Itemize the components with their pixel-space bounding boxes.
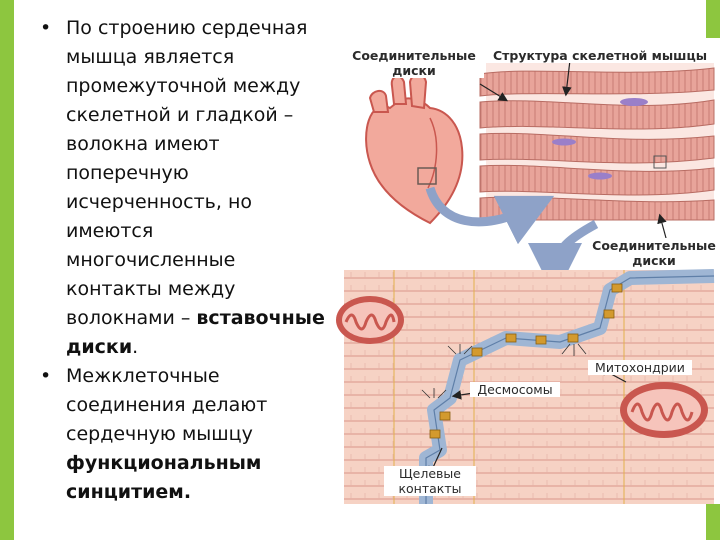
bullet-line: поперечную bbox=[66, 162, 189, 184]
bullet-line: соединения делают bbox=[66, 394, 268, 416]
bullet-line: мышца является bbox=[66, 46, 235, 68]
bullet-line: волокна имеют bbox=[66, 133, 220, 155]
mitochondrion-right bbox=[620, 382, 708, 438]
label-gap-junctions: Щелевые контакты bbox=[384, 466, 476, 496]
bullet-line: волокнами – вставочные bbox=[66, 304, 352, 333]
label-line: Соединительные bbox=[352, 48, 476, 63]
bullet-marker: • bbox=[40, 17, 52, 39]
bullet-text: волокнами – bbox=[66, 307, 197, 329]
label-intercalated-discs-top: Соединительные диски bbox=[344, 48, 484, 78]
label-line: диски bbox=[392, 63, 436, 78]
desmosome-filaments bbox=[421, 343, 587, 399]
label-mitochondria: Митохондрии bbox=[588, 360, 692, 375]
bullet-bold-text: функциональным bbox=[66, 452, 262, 474]
bullet-bold-text: диски bbox=[66, 336, 133, 358]
bullet-item-1: • По строению сердечная мышца является п… bbox=[32, 14, 352, 362]
label-line: контакты bbox=[398, 481, 462, 496]
bullet-marker: • bbox=[40, 365, 52, 387]
bullet-line: функциональным bbox=[66, 449, 352, 478]
bullet-bold-text: вставочные bbox=[196, 307, 325, 329]
label-skeletal-structure: Структура скелетной мышцы bbox=[486, 48, 714, 63]
bullet-item-2: • Межклеточные соединения делают сердечн… bbox=[32, 362, 352, 507]
bullet-line: имеются bbox=[66, 220, 154, 242]
label-line: диски bbox=[632, 253, 676, 268]
label-line: Соединительные bbox=[592, 238, 716, 253]
muscle-fiber-panel bbox=[479, 60, 715, 221]
bullet-line: исчерченность, но bbox=[66, 191, 252, 213]
cardiac-muscle-figure: Соединительные диски Структура скелетной… bbox=[330, 38, 720, 504]
label-desmosomes: Десмосомы bbox=[470, 382, 560, 397]
bullet-line: сердечную мышцу bbox=[66, 423, 253, 445]
label-intercalated-discs-right: Соединительные диски bbox=[592, 238, 716, 268]
bullet-text: . bbox=[132, 336, 139, 358]
bullet-line: По строению сердечная bbox=[66, 17, 308, 39]
heart-illustration bbox=[365, 73, 464, 225]
zoom-arrow-fiber bbox=[528, 220, 599, 297]
figure-drawing bbox=[336, 59, 715, 504]
label-line: Щелевые bbox=[399, 466, 461, 481]
bullet-bold-text: синцитием. bbox=[66, 481, 192, 503]
bullet-line: Межклеточные bbox=[66, 365, 220, 387]
bullet-line: контакты между bbox=[66, 278, 236, 300]
bullet-line: синцитием. bbox=[66, 478, 352, 507]
bullet-line: многочисленные bbox=[66, 249, 236, 271]
zoom-arrow-heart bbox=[425, 186, 555, 245]
bullet-list: • По строению сердечная мышца является п… bbox=[32, 14, 352, 507]
mitochondrion-left bbox=[336, 296, 404, 344]
bullet-line: промежуточной между bbox=[66, 75, 301, 97]
bullet-line: скелетной и гладкой – bbox=[66, 104, 294, 126]
bullet-line: диски. bbox=[66, 333, 352, 362]
heart-zoom-box bbox=[417, 167, 437, 185]
